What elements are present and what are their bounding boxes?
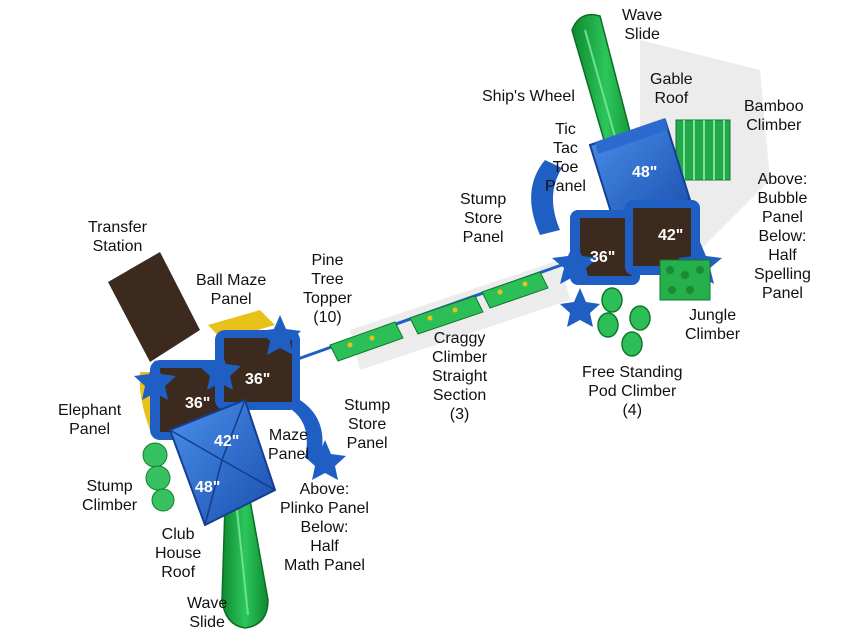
star-post-icon — [552, 240, 598, 284]
label-ships-wheel: Ship's Wheel — [482, 88, 575, 105]
label-stump-store-right: Stump Store Panel — [460, 191, 507, 246]
size-label-right-48: 48" — [632, 164, 657, 181]
label-wave-slide-bottom: Wave Slide — [187, 595, 228, 631]
club-house-roof — [168, 398, 277, 527]
pod-climbers — [597, 287, 651, 357]
label-stump-store-left: Stump Store Panel — [344, 397, 391, 452]
star-post-icon — [259, 315, 301, 355]
label-tic-tac-toe: Tic Tac Toe Panel — [545, 121, 586, 195]
label-transfer-station: Transfer Station — [88, 219, 147, 255]
craggy-climber-bridge — [294, 260, 571, 362]
size-label-right-36: 36" — [590, 249, 615, 266]
size-label-left-48: 48" — [195, 479, 220, 496]
label-craggy-climber: Craggy Climber Straight Section (3) — [432, 330, 488, 423]
size-label-right-42: 42" — [658, 227, 683, 244]
label-maze-panel: Maze Panel — [268, 427, 309, 463]
star-post-icon — [199, 350, 241, 390]
right-tower — [531, 118, 722, 327]
label-pine-tree-topper: Pine Tree Topper (10) — [303, 252, 352, 326]
label-plinko-math: Above: Plinko Panel Below: Half Math Pan… — [280, 481, 369, 574]
wave-slide-bottom — [221, 499, 269, 629]
label-bamboo-climber: Bamboo Climber — [744, 98, 804, 134]
label-club-house-roof: Club House Roof — [155, 526, 202, 581]
size-label-left-36a: 36" — [185, 395, 210, 412]
bamboo-climber — [675, 119, 731, 181]
label-wave-slide-top: Wave Slide — [622, 7, 663, 43]
label-stump-climber: Stump Climber — [82, 478, 138, 514]
label-elephant-panel: Elephant Panel — [58, 402, 122, 438]
label-bubble-spelling: Above: Bubble Panel Below: Half Spelling… — [754, 171, 811, 302]
label-ball-maze: Ball Maze Panel — [196, 272, 267, 308]
star-post-icon — [134, 360, 176, 400]
jungle-climber — [659, 259, 711, 301]
stump-climber — [142, 442, 175, 512]
label-free-standing-pod: Free Standing Pod Climber (4) — [582, 364, 683, 419]
star-post-icon — [560, 288, 600, 327]
star-post-icon — [304, 440, 346, 480]
size-label-left-42: 42" — [214, 433, 239, 450]
label-jungle-climber: Jungle Climber — [685, 307, 741, 343]
label-gable-roof: Gable Roof — [650, 71, 693, 107]
size-label-left-36b: 36" — [245, 371, 270, 388]
